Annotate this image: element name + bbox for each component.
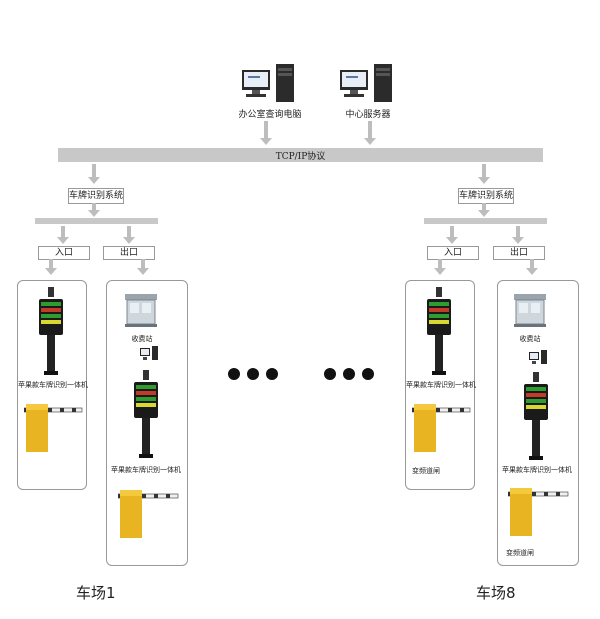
- arrow-lot8-entrance: [446, 226, 458, 244]
- arrow-lot1-entrance-device: [45, 259, 57, 275]
- lot8-exit-gate-label: 变频道闸: [506, 549, 534, 557]
- server-computer-icon: [340, 64, 392, 102]
- arrow-lot1-system: [88, 203, 100, 217]
- lot8-entrance-device-label: 苹果款车牌识别一体机: [406, 381, 476, 389]
- lot1-entrance-device-label: 苹果款车牌识别一体机: [18, 381, 88, 389]
- office-pc-label: 办公室查询电脑: [238, 110, 302, 120]
- lot1-entrance-barrier-gate-icon: [24, 404, 83, 452]
- ellipsis-dot: [266, 368, 278, 380]
- tcp-ip-bus-label: TCP/IP协议: [275, 152, 326, 162]
- arrow-lot8-exit: [512, 226, 524, 244]
- lot8-sub-bus: [424, 218, 547, 224]
- arrow-bus-to-lot1: [88, 164, 100, 184]
- server-label: 中心服务器: [345, 110, 391, 120]
- lot1-exit-barrier-gate-icon: [118, 490, 179, 538]
- lot1-exit-device-label: 苹果款车牌识别一体机: [111, 466, 181, 474]
- arrow-lot8-entrance-device: [434, 259, 446, 275]
- ellipsis-dot: [228, 368, 240, 380]
- lot8-recognition-system: 车牌识别系统: [458, 188, 514, 204]
- lot1-exit-tag: 出口: [103, 246, 155, 260]
- lot8-entrance-barrier-gate-icon: [412, 404, 471, 452]
- lot8-toll-computer-icon: [529, 350, 547, 364]
- lot8-name: 车场8: [476, 584, 516, 602]
- lot8-entrance-gate-label: 变频道闸: [412, 467, 440, 475]
- lot8-exit-barrier-gate-icon: [508, 488, 569, 536]
- lot1-entrance-lpr-camera-icon: [39, 287, 63, 375]
- arrow-lot1-exit-device: [137, 259, 149, 275]
- office-computer-icon: [242, 64, 294, 102]
- lot1-entrance-tag: 入口: [38, 246, 90, 260]
- arrow-lot8-system: [478, 203, 490, 217]
- lot8-entrance-tag: 入口: [427, 246, 479, 260]
- lot8-toll-booth-label: 收费站: [519, 335, 541, 343]
- arrow-server-to-bus: [364, 121, 376, 145]
- lot1-exit-lpr-camera-icon: [134, 370, 158, 458]
- ellipsis-dot: [247, 368, 259, 380]
- lot1-toll-booth-icon: [125, 294, 157, 327]
- arrow-lot1-exit: [123, 226, 135, 244]
- lot1-sub-bus: [35, 218, 158, 224]
- lot1-toll-booth-label: 收费站: [131, 335, 153, 343]
- lot8-exit-lpr-camera-icon: [524, 372, 548, 460]
- ellipsis-dot: [343, 368, 355, 380]
- arrow-bus-to-lot8: [478, 164, 490, 184]
- lot1-toll-computer-icon: [140, 346, 158, 360]
- lot8-exit-device-label: 苹果款车牌识别一体机: [502, 466, 572, 474]
- lot1-recognition-system: 车牌识别系统: [68, 188, 124, 204]
- lot8-exit-tag: 出口: [493, 246, 545, 260]
- arrow-lot1-entrance: [57, 226, 69, 244]
- arrow-lot8-exit-device: [526, 259, 538, 275]
- lot8-toll-booth-icon: [514, 294, 546, 327]
- ellipsis-dot: [362, 368, 374, 380]
- lot1-name: 车场1: [76, 584, 116, 602]
- ellipsis-dot: [324, 368, 336, 380]
- tcp-ip-bus: [58, 148, 543, 162]
- lot8-entrance-lpr-camera-icon: [427, 287, 451, 375]
- arrow-office-to-bus: [260, 121, 272, 145]
